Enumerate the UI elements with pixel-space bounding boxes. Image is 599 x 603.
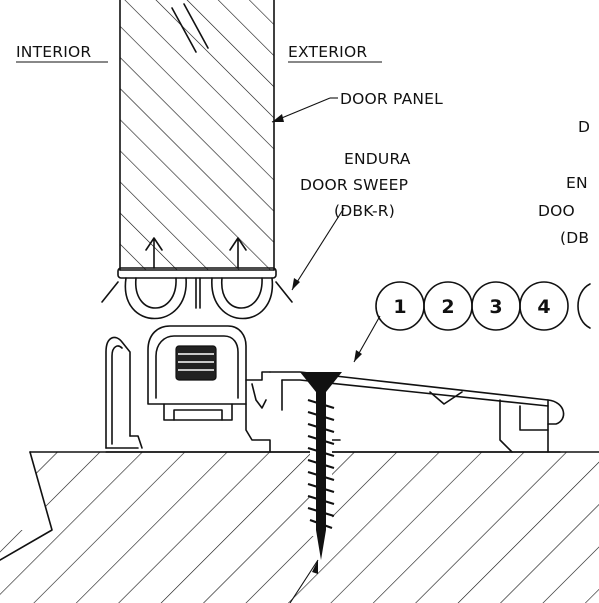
- fastener-screw: [300, 372, 342, 560]
- label-cut-db: (DB: [560, 229, 589, 247]
- label-sweep-brand: ENDURA: [344, 150, 411, 168]
- label-cut-en: EN: [566, 174, 588, 192]
- callout-1: 1: [375, 281, 425, 331]
- svg-text:1: 1: [393, 296, 406, 318]
- label-interior: INTERIOR: [16, 43, 108, 63]
- svg-text:2: 2: [441, 296, 454, 318]
- svg-text:4: 4: [537, 296, 550, 318]
- label-door-panel: DOOR PANEL: [340, 90, 443, 108]
- sill-substrate: [0, 451, 599, 603]
- label-cut-d: D: [578, 118, 590, 136]
- threshold: [105, 325, 565, 453]
- callout-4: 4: [519, 281, 569, 331]
- callout-2: 2: [423, 281, 473, 331]
- leader-lines: [271, 97, 381, 603]
- door-sweep: [101, 237, 293, 320]
- label-sweep-model: (DBK-R): [334, 202, 395, 220]
- callout-5-partial: [577, 283, 591, 329]
- callout-3: 3: [471, 281, 521, 331]
- label-cut-doo: DOO: [538, 202, 575, 220]
- label-sweep-name: DOOR SWEEP: [300, 176, 408, 194]
- door-panel: [119, 0, 275, 271]
- svg-text:3: 3: [489, 296, 502, 318]
- svg-text:EXTERIOR: EXTERIOR: [288, 43, 367, 61]
- break-mark: [171, 3, 209, 53]
- label-exterior: EXTERIOR: [288, 43, 382, 63]
- svg-text:INTERIOR: INTERIOR: [16, 43, 91, 61]
